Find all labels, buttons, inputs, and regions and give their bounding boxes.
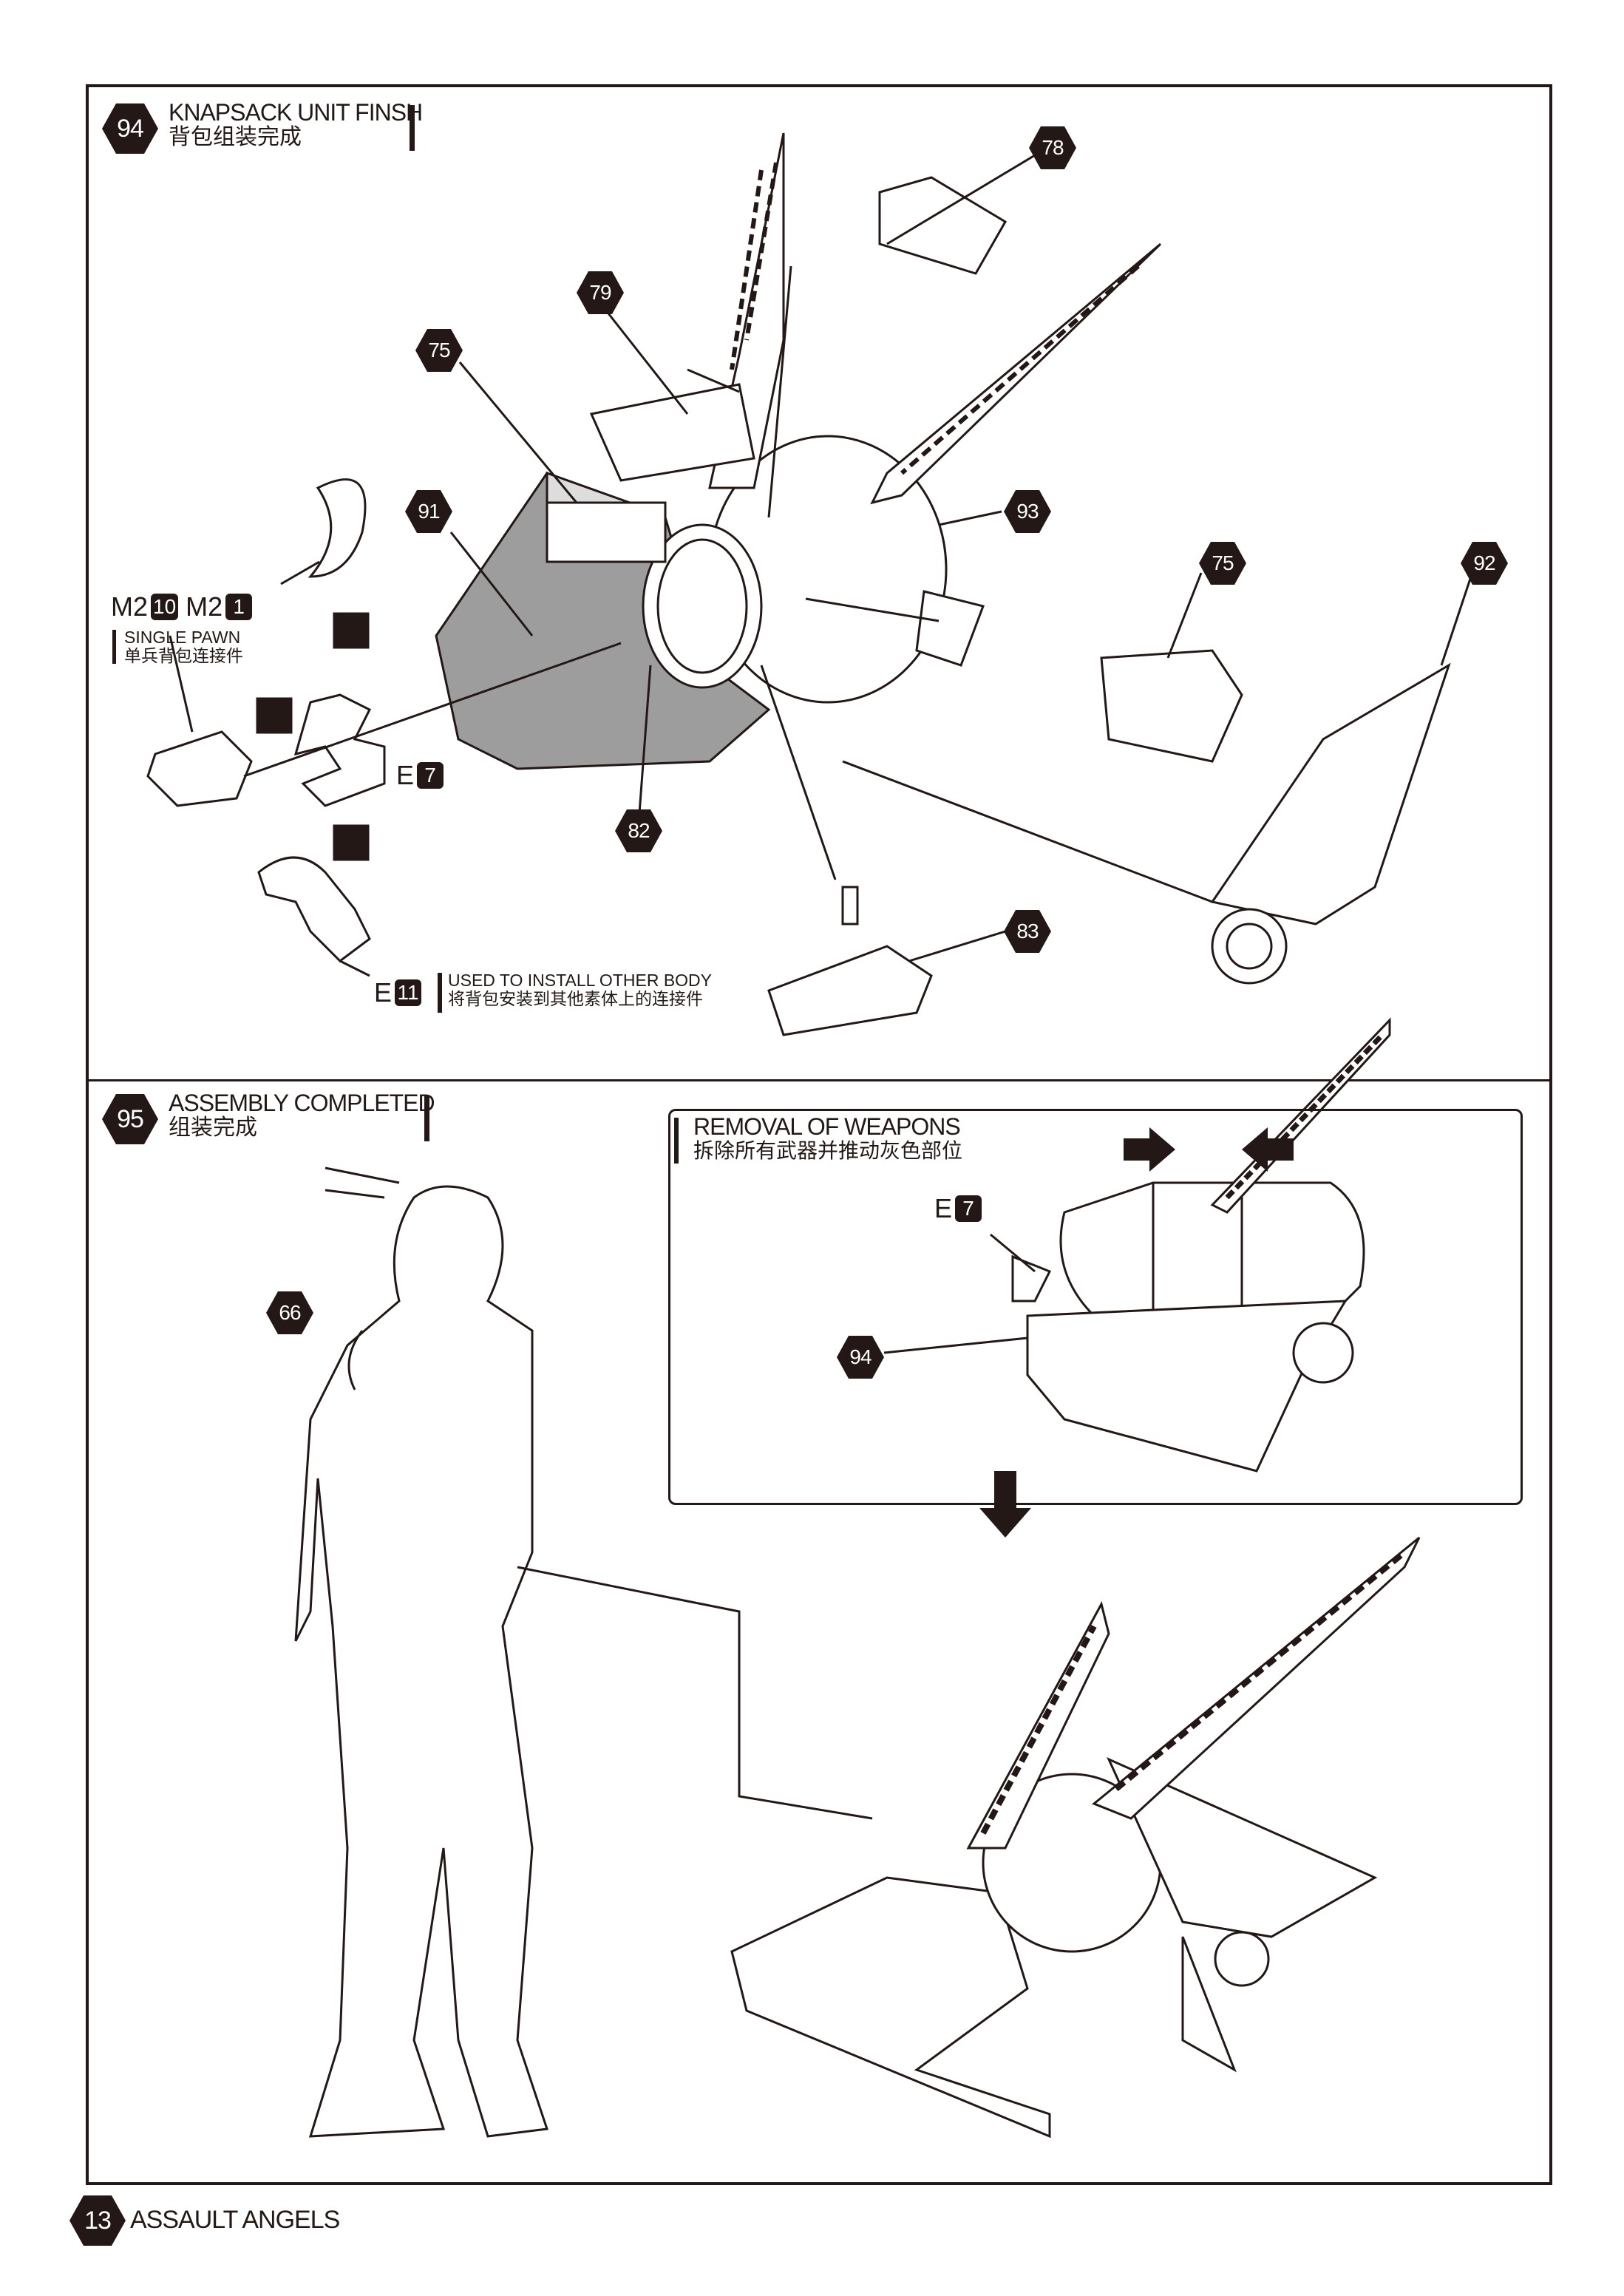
step-title-en: ASSEMBLY COMPLETED bbox=[169, 1090, 435, 1116]
step-divider bbox=[86, 1079, 1552, 1081]
part-label: 79 bbox=[577, 271, 624, 314]
single-pawn-note: SINGLE PAWN 单兵背包连接件 bbox=[124, 628, 243, 666]
part-label: 91 bbox=[405, 490, 452, 533]
runner-letter: E bbox=[934, 1193, 953, 1223]
step-94-title: KNAPSACK UNIT FINSH 背包组装完成 bbox=[169, 99, 423, 149]
note-en: USED TO INSTALL OTHER BODY bbox=[448, 971, 713, 990]
note-en: SINGLE PAWN bbox=[124, 628, 241, 647]
note-bar bbox=[438, 973, 442, 1013]
runner-letter: E bbox=[374, 977, 393, 1008]
removal-of-weapons-box bbox=[668, 1109, 1523, 1505]
removal-title-en: REMOVAL OF WEAPONS bbox=[693, 1113, 961, 1140]
removal-title-zh: 拆除所有武器并推动灰色部位 bbox=[693, 1138, 963, 1162]
screw-qty: 1 bbox=[225, 594, 253, 620]
step-title-zh: 组装完成 bbox=[169, 1115, 257, 1140]
step-95-title: ASSEMBLY COMPLETED 组装完成 bbox=[169, 1090, 435, 1140]
removal-title: REMOVAL OF WEAPONS 拆除所有武器并推动灰色部位 bbox=[693, 1113, 963, 1162]
title-bar bbox=[424, 1096, 429, 1141]
push-left-arrow-icon bbox=[1242, 1127, 1294, 1172]
part-label: 75 bbox=[415, 329, 463, 372]
screw-size: M2 bbox=[111, 591, 149, 622]
step-title-en: KNAPSACK UNIT FINSH bbox=[169, 99, 423, 126]
runner-number: 7 bbox=[955, 1195, 982, 1222]
other-body-note: USED TO INSTALL OTHER BODY 将背包安装到其他素体上的连… bbox=[448, 971, 712, 1009]
runner-number: 11 bbox=[395, 979, 422, 1006]
note-bar bbox=[674, 1118, 679, 1164]
step-title-zh: 背包组装完成 bbox=[169, 124, 302, 149]
runner-number: 7 bbox=[417, 762, 444, 789]
removal-detail-drawing bbox=[883, 1017, 1391, 1473]
screw-size: M2 bbox=[186, 591, 223, 622]
push-right-arrow-icon bbox=[1124, 1127, 1175, 1172]
note-zh: 将背包安装到其他素体上的连接件 bbox=[448, 989, 703, 1009]
note-bar bbox=[112, 630, 116, 664]
runner-letter: E bbox=[396, 760, 415, 790]
knapsack-final-drawing bbox=[730, 1536, 1421, 2139]
screw-qty: 10 bbox=[151, 594, 179, 620]
footer-title: ASSAULT ANGELS bbox=[130, 2206, 340, 2234]
step-number-badge: 94 bbox=[102, 103, 158, 154]
figure-drawing bbox=[294, 1166, 873, 2138]
note-zh: 单兵背包连接件 bbox=[124, 646, 243, 666]
knapsack-exploded-drawing bbox=[146, 132, 1472, 1036]
page-frame bbox=[86, 84, 1552, 2185]
step-number-badge: 95 bbox=[102, 1094, 158, 1144]
title-bar bbox=[410, 105, 415, 151]
